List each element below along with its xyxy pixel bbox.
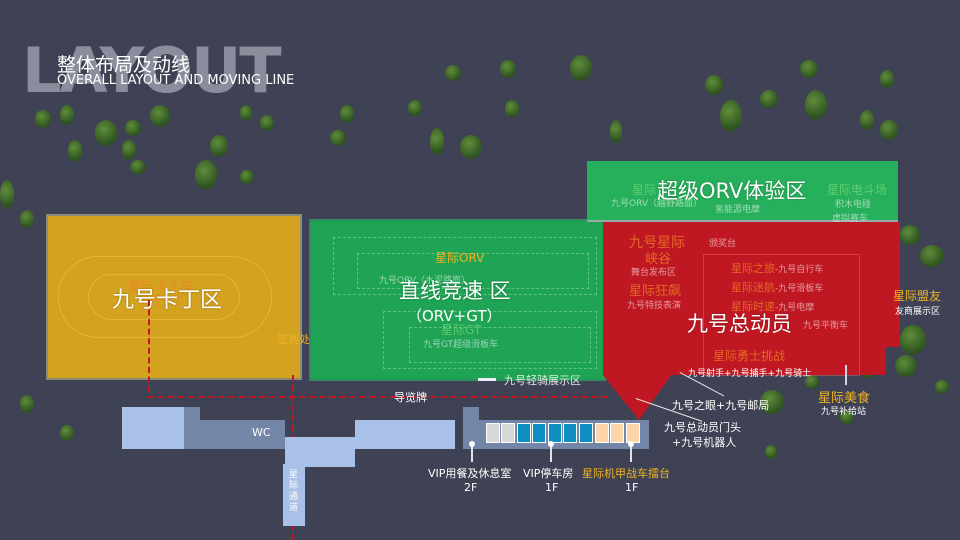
rides-area xyxy=(703,254,860,376)
zone-drag-race[interactable]: 星际ORV 九号ORV（水泥路面） 直线竞速 区 （ORV+GT） 星际GT 九… xyxy=(309,219,606,381)
mobilize-item-1-label: 九号星际 xyxy=(629,235,685,251)
pin-vip-dining xyxy=(471,444,473,462)
light-ride-marker xyxy=(478,378,496,381)
route-line-main xyxy=(148,396,608,398)
orv-exp-left-label: 星际 xyxy=(632,183,657,197)
award-stage: 颁奖台 xyxy=(709,239,737,249)
ride-3: 星际时速-九号电摩 xyxy=(731,300,815,313)
checkin-label: 签到处 xyxy=(277,333,310,346)
pin-dot-vip-dining xyxy=(469,441,475,447)
vip-dining-floor: 2F xyxy=(464,481,478,494)
food-label: 星际美食 xyxy=(818,391,871,406)
gt-desc: 九号GT超级滑板车 xyxy=(423,340,499,350)
gt-label: 星际GT xyxy=(441,323,482,337)
gt-lane xyxy=(383,311,597,369)
page-title-cn: 整体布局及动线 xyxy=(57,54,191,76)
kart-sub-desc: 九号卡丁 xyxy=(140,294,184,307)
mobilize-item-1-label2: 峡谷 xyxy=(645,252,672,267)
orv-desc: 九号ORV（水泥路面） xyxy=(379,276,471,286)
mobilize-item-2-desc: 九号特技表演 xyxy=(627,301,682,311)
challenge-desc: 九号射手+九号捕手+九号骑士 xyxy=(688,369,812,379)
challenge-label: 星际勇士挑战 xyxy=(713,349,786,363)
alliance-label: 星际盟友 xyxy=(893,289,942,303)
layout-watermark: LAYOUT xyxy=(22,34,282,107)
building-left xyxy=(122,407,184,449)
kart-track-inner xyxy=(88,274,240,320)
zone-kart[interactable]: 星际卡丁车 九号卡丁 九号卡丁区 xyxy=(46,214,302,380)
kart-zone-title: 九号卡丁区 xyxy=(112,288,223,313)
channel-label: 星际通道 xyxy=(289,470,299,513)
wc-label: WC xyxy=(252,426,271,439)
vip-parking-floor: 1F xyxy=(545,481,559,494)
alliance-desc: 友商展示区 xyxy=(895,307,941,317)
building-channel xyxy=(283,464,305,526)
food-desc: 九号补给站 xyxy=(821,407,867,417)
mobilize-item-1-desc: 舞台发布区 xyxy=(631,268,677,278)
orv-exp-left-desc: 九号ORV（越野路面） xyxy=(611,199,703,209)
orv-exp-mid-desc: 氢能源电摩 xyxy=(715,205,761,215)
mech-arena-floor: 1F xyxy=(625,481,639,494)
kart-sub-title: 星际卡丁车 xyxy=(128,280,194,295)
building-wc xyxy=(200,420,285,449)
building-pillar-2 xyxy=(463,407,479,449)
page-title-en: OVERALL LAYOUT AND MOVING LINE xyxy=(57,73,295,88)
mech-arena-label: 星际机甲战车擂台 xyxy=(582,467,670,480)
pin-dot-vip-parking xyxy=(548,441,554,447)
drag-zone-title: 直线竞速 区 xyxy=(399,279,511,303)
mobilize-item-2-label: 星际狂飙 xyxy=(629,284,682,299)
zone-mobilize-lower xyxy=(603,345,886,375)
orv-label: 星际ORV xyxy=(435,251,485,265)
orv-lane xyxy=(333,237,597,295)
ride-2: 星际迷航-九号滑板车 xyxy=(731,281,824,294)
building-right xyxy=(355,420,455,449)
gate-label-2: +九号机器人 xyxy=(672,436,737,449)
building-pillar xyxy=(184,407,200,449)
pin-dot-mech-arena xyxy=(628,441,634,447)
gate-label-1: 九号总动员门头 xyxy=(664,421,741,434)
pin-vip-parking xyxy=(550,444,552,462)
orv-exp-right-label: 星际电斗场 xyxy=(827,183,888,197)
zone-orv-experience[interactable]: 星际 九号ORV（越野路面） 超级ORV体验区 氢能源电摩 星际电斗场 积木电碰… xyxy=(587,161,898,224)
orv-exp-right-desc-2: 虚拟赛车 xyxy=(832,214,869,224)
pin-mech-arena xyxy=(630,444,632,462)
mobilize-title: 九号总动员 xyxy=(687,312,792,336)
vip-dining-label: VIP用餐及休息室 xyxy=(428,467,512,480)
ride-4: 九号平衡车 xyxy=(803,321,849,331)
ride-1: 星际之旅-九号自行车 xyxy=(731,262,824,275)
drag-zone-subtitle: （ORV+GT） xyxy=(407,307,502,325)
orv-exp-title: 超级ORV体验区 xyxy=(657,179,807,203)
vip-parking-label: VIP停车房 xyxy=(523,467,574,480)
light-ride-label: 九号轻骑展示区 xyxy=(504,374,581,387)
food-pin xyxy=(845,365,847,385)
building-center xyxy=(285,437,355,467)
guide-sign-label: 导览牌 xyxy=(394,391,427,404)
orv-lane-inner xyxy=(357,253,589,289)
orv-exp-right-desc-1: 积木电碰 xyxy=(835,200,872,210)
kart-track-outer xyxy=(58,256,272,338)
gt-lane-inner xyxy=(409,327,591,363)
zone-mobilize[interactable]: 九号星际 峡谷 舞台发布区 星际狂飙 九号特技表演 颁奖台 星际之旅-九号自行车… xyxy=(603,222,900,376)
route-line-kart xyxy=(148,300,150,392)
eye-post-label: 九号之眼+九号邮局 xyxy=(672,399,770,412)
